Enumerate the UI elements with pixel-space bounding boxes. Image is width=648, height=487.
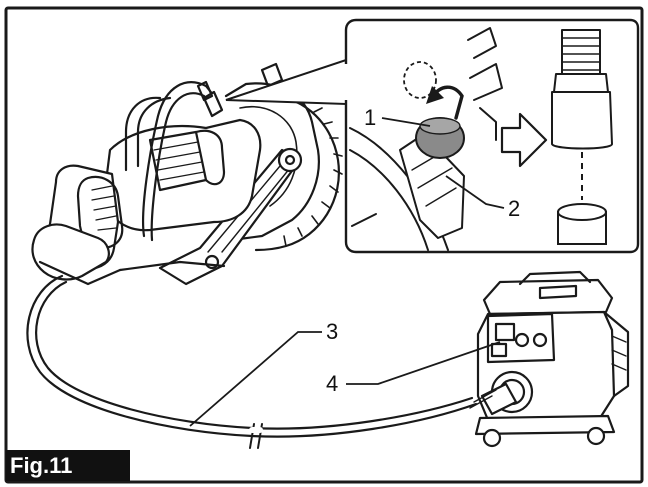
extractor-base bbox=[474, 414, 616, 436]
cap-1-top bbox=[419, 117, 461, 135]
inset-guard-curve-3 bbox=[351, 213, 377, 227]
extractor-socket bbox=[490, 342, 508, 358]
power-cutter bbox=[31, 62, 343, 286]
extractor-handle bbox=[518, 270, 592, 286]
extractor-side-ribs bbox=[611, 335, 627, 371]
blade-guard-inner bbox=[239, 106, 298, 207]
hose-on-tool-2 bbox=[150, 92, 212, 242]
engine-body bbox=[102, 118, 262, 232]
outlet-2-top bbox=[557, 203, 607, 221]
cylinder-cap bbox=[194, 129, 226, 186]
inset-bracket-3 bbox=[479, 107, 497, 141]
base-plate bbox=[118, 260, 226, 272]
outer-frame bbox=[4, 6, 644, 484]
blade-teeth bbox=[283, 97, 343, 247]
cap-ghost bbox=[403, 61, 437, 99]
hose-corrugations bbox=[562, 37, 600, 71]
callout-3: 3 bbox=[326, 319, 339, 344]
inset-pointer bbox=[225, 58, 347, 106]
extractor-dial-2 bbox=[532, 332, 548, 348]
leader-2 bbox=[445, 175, 505, 209]
arm-pivot-inner bbox=[284, 154, 296, 166]
hose-end-corrugated bbox=[561, 29, 601, 75]
extraction-hose bbox=[26, 274, 478, 449]
hose-coupling bbox=[480, 382, 518, 416]
callout-1: 1 bbox=[364, 105, 377, 130]
dust-extractor bbox=[469, 270, 630, 448]
guard-tab bbox=[260, 62, 284, 88]
inset-bracket-2 bbox=[469, 63, 503, 101]
hose-inner bbox=[35, 280, 474, 430]
hose-cuff bbox=[553, 73, 609, 93]
water-fitting-top bbox=[196, 80, 214, 102]
detail-inset bbox=[225, 18, 640, 254]
leader-4 bbox=[346, 341, 501, 385]
starter-ribs bbox=[91, 185, 117, 231]
front-handle bbox=[124, 96, 162, 172]
inset-guard-curve-2 bbox=[349, 149, 429, 251]
engine-fins bbox=[153, 141, 205, 181]
figure-label: Fig.11 bbox=[10, 453, 73, 478]
callout-4: 4 bbox=[326, 371, 339, 396]
leader-3 bbox=[189, 331, 322, 427]
extractor-switch bbox=[494, 322, 516, 342]
extractor-latch bbox=[538, 284, 578, 300]
hose-coupling-ribs bbox=[469, 389, 497, 409]
rotation-arrow-head bbox=[426, 86, 444, 104]
base-knob bbox=[204, 254, 220, 270]
hose-outer bbox=[26, 274, 478, 438]
hose-on-tool bbox=[141, 81, 216, 238]
extractor-dial bbox=[514, 332, 530, 348]
handle-grip bbox=[31, 223, 110, 281]
figure-label-box bbox=[6, 450, 130, 481]
arm-pivot bbox=[277, 147, 303, 173]
extractor-wheel-1 bbox=[482, 428, 502, 448]
extractor-side bbox=[602, 310, 630, 398]
extractor-wheel-2 bbox=[586, 426, 606, 446]
hose-sleeve bbox=[551, 91, 613, 150]
connect-arrow bbox=[500, 112, 548, 168]
leader-1 bbox=[381, 117, 431, 127]
inset-bracket bbox=[467, 27, 497, 59]
handle-grip-lower bbox=[38, 260, 122, 286]
callout-2: 2 bbox=[508, 196, 521, 221]
